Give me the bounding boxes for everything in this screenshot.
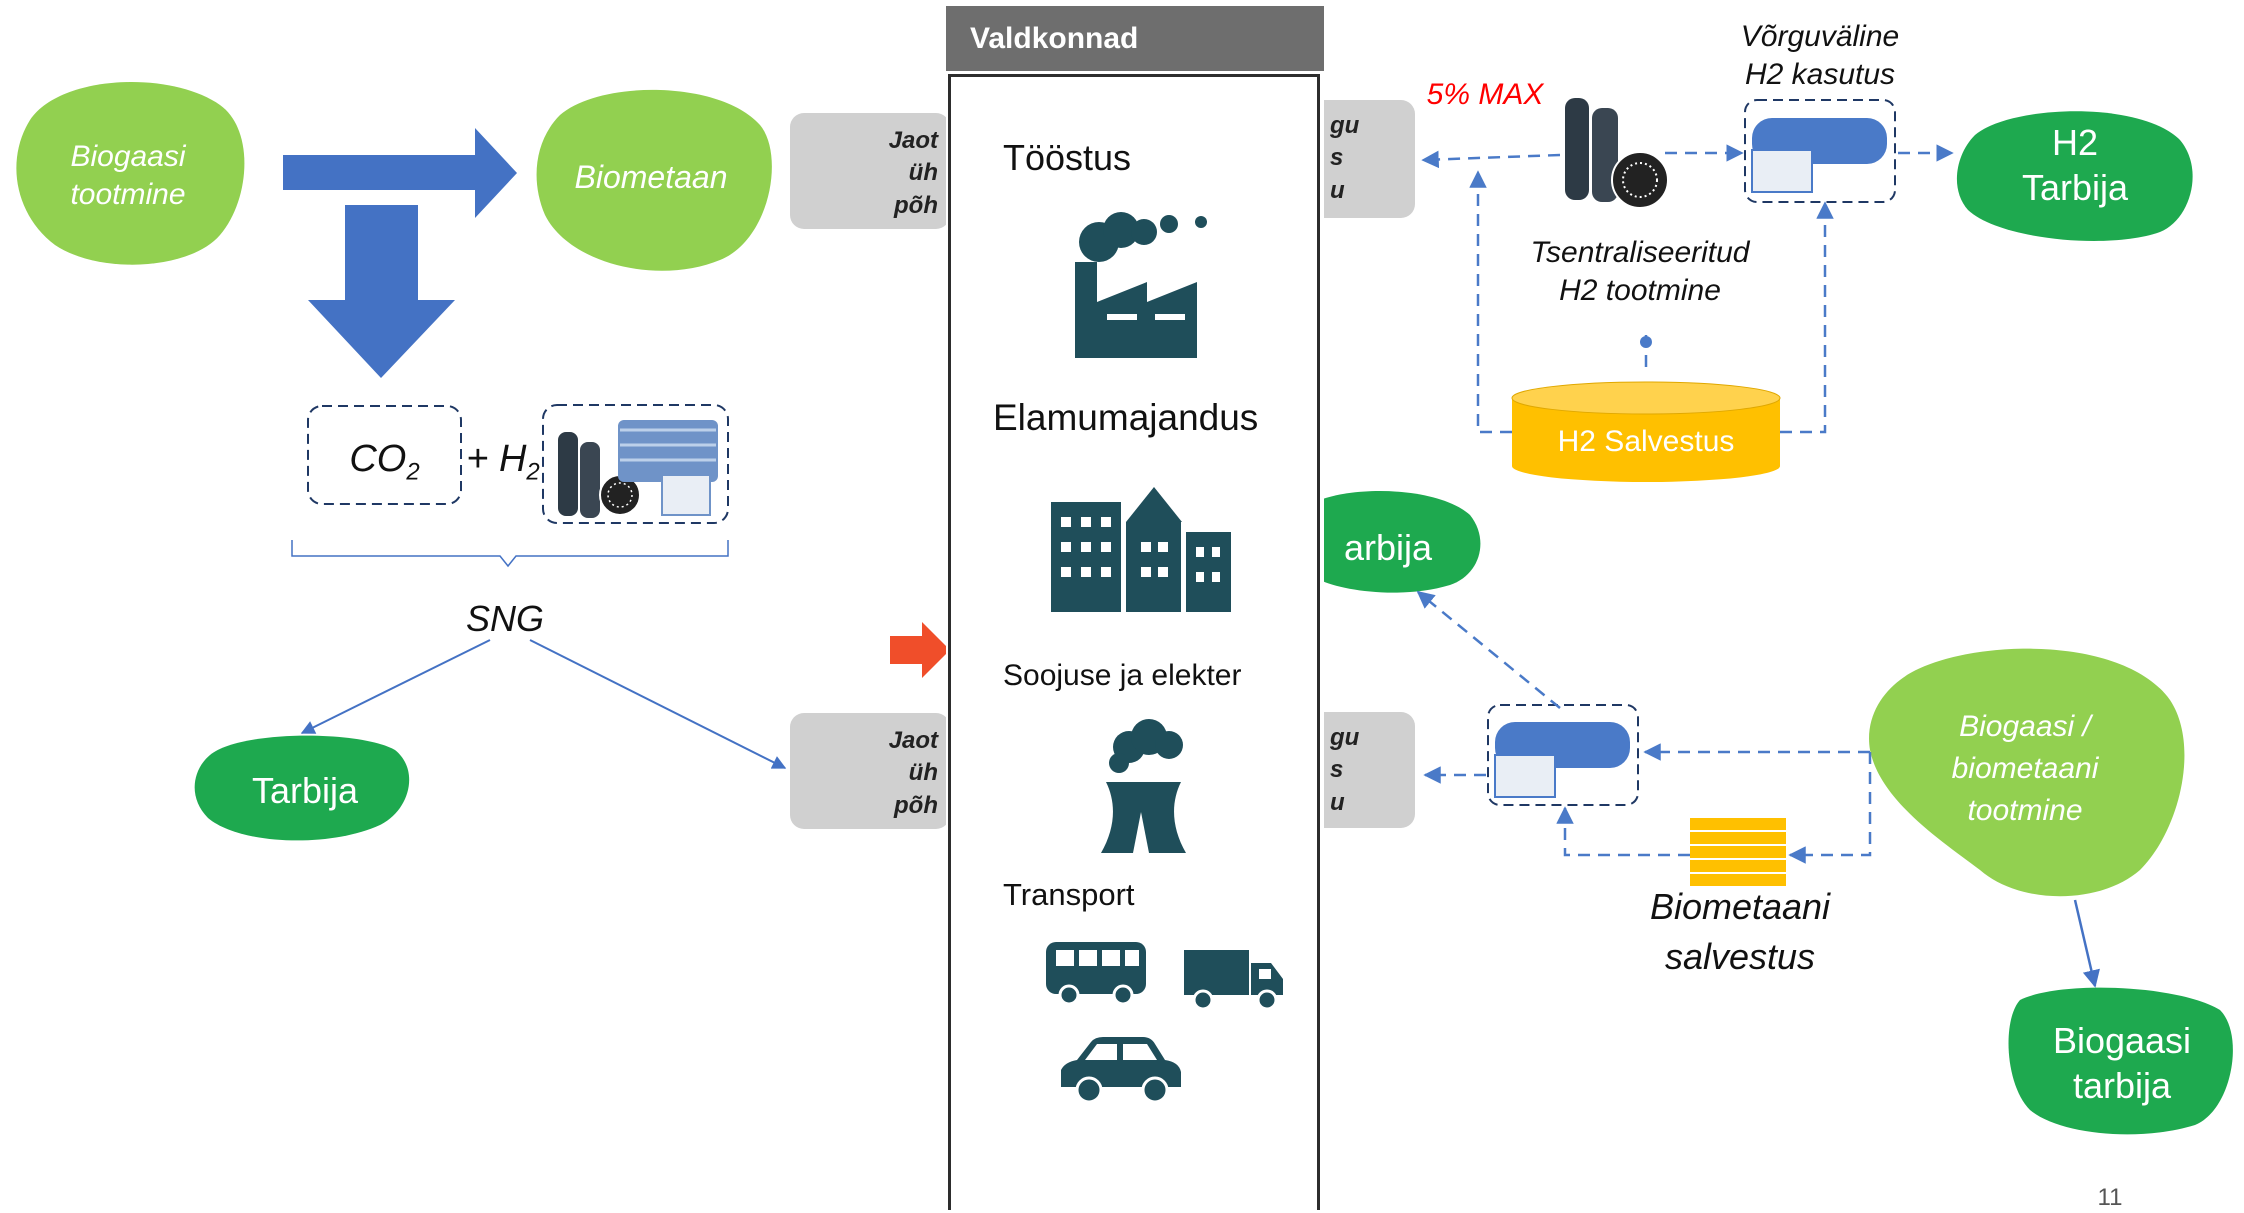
sectors-panel-title: Valdkonnad bbox=[946, 6, 1324, 71]
distribution-text-top-left: Jaot üh põh bbox=[888, 127, 938, 219]
central-h2-label: Tsentraliseeritud H2 tootmine bbox=[1530, 236, 1750, 307]
biogas-consumer-blob bbox=[2008, 987, 2233, 1135]
sectors-panel: Valdkonnad Tööstus Elamumajandus bbox=[946, 6, 1324, 1212]
co2-box bbox=[307, 405, 462, 505]
big-arrow-down bbox=[308, 205, 455, 378]
biogas-biomethane-blob bbox=[1869, 648, 2185, 897]
big-arrow-right bbox=[283, 128, 517, 218]
consumer-partial-label: arbija bbox=[1343, 527, 1433, 568]
gas-tank-icon bbox=[618, 420, 718, 516]
biogas-consumer-label: Biogaasi tarbija bbox=[2052, 1020, 2192, 1106]
truck-icon bbox=[1184, 950, 1283, 1011]
h2-storage-cylinder bbox=[1511, 381, 1781, 482]
factory-icon bbox=[1075, 212, 1207, 358]
biomethane-storage-icon bbox=[1690, 818, 1786, 886]
sectors-panel-body: Tööstus Elamumajandus Soojuse ja elekte bbox=[948, 74, 1320, 1210]
max-percent-label: 5% MAX bbox=[1426, 78, 1544, 111]
central-h2-electrolyzer-icon bbox=[1565, 98, 1669, 209]
car-icon bbox=[1061, 1037, 1181, 1104]
left-consumer-label: Tarbija bbox=[251, 770, 359, 811]
red-pointer-arrow bbox=[890, 622, 950, 678]
h2-consumer-blob bbox=[1956, 111, 2193, 241]
sector-industry-label: Tööstus bbox=[1003, 137, 1132, 178]
distribution-text-bottom-right: gu s u bbox=[1330, 724, 1360, 816]
offgrid-h2-label: Võrguväline H2 kasutus bbox=[1740, 20, 1900, 91]
biogas-biomethane-label: Biogaasi / biometaani tootmine bbox=[1951, 710, 2099, 827]
sng-brace bbox=[291, 540, 729, 568]
h2-storage-label: H2 Salvestus bbox=[1557, 425, 1735, 458]
page-number: 11 bbox=[2097, 1184, 2123, 1211]
biomethane-storage-label: Biometaani salvestus bbox=[1649, 886, 1831, 978]
electrolyzer-box-left bbox=[542, 404, 729, 524]
sector-heat-power-label: Soojuse ja elekter bbox=[1003, 659, 1242, 692]
consumer-partial-blob bbox=[1320, 491, 1481, 593]
offgrid-gas-tank-icon bbox=[1751, 118, 1887, 193]
bus-icon bbox=[1046, 942, 1146, 1006]
biomethane-label: Biometaan bbox=[574, 159, 728, 195]
sector-transport-label: Transport bbox=[1003, 877, 1135, 912]
biogas-production-label: Biogaasi tootmine bbox=[70, 140, 186, 211]
grid-gas-tank-icon bbox=[1494, 722, 1630, 798]
tarbija-left-blob bbox=[194, 735, 410, 841]
distribution-box-top-left bbox=[790, 113, 950, 229]
buildings-icon bbox=[1051, 487, 1231, 612]
h2-label: + H2 bbox=[466, 438, 540, 486]
power-plant-icon bbox=[1101, 719, 1186, 853]
distribution-text-bottom-left: Jaot üh põh bbox=[888, 727, 938, 819]
co2-label: CO2 bbox=[349, 438, 420, 486]
sector-housing-label: Elamumajandus bbox=[993, 397, 1259, 438]
sng-label: SNG bbox=[465, 598, 544, 639]
h2-consumer-label: H2 Tarbija bbox=[2021, 122, 2129, 208]
distribution-box-bottom-left bbox=[790, 713, 950, 829]
biogas-production-blob bbox=[16, 82, 245, 265]
distribution-text-top-right: gu s u bbox=[1330, 112, 1360, 204]
biomethane-blob bbox=[536, 89, 772, 271]
